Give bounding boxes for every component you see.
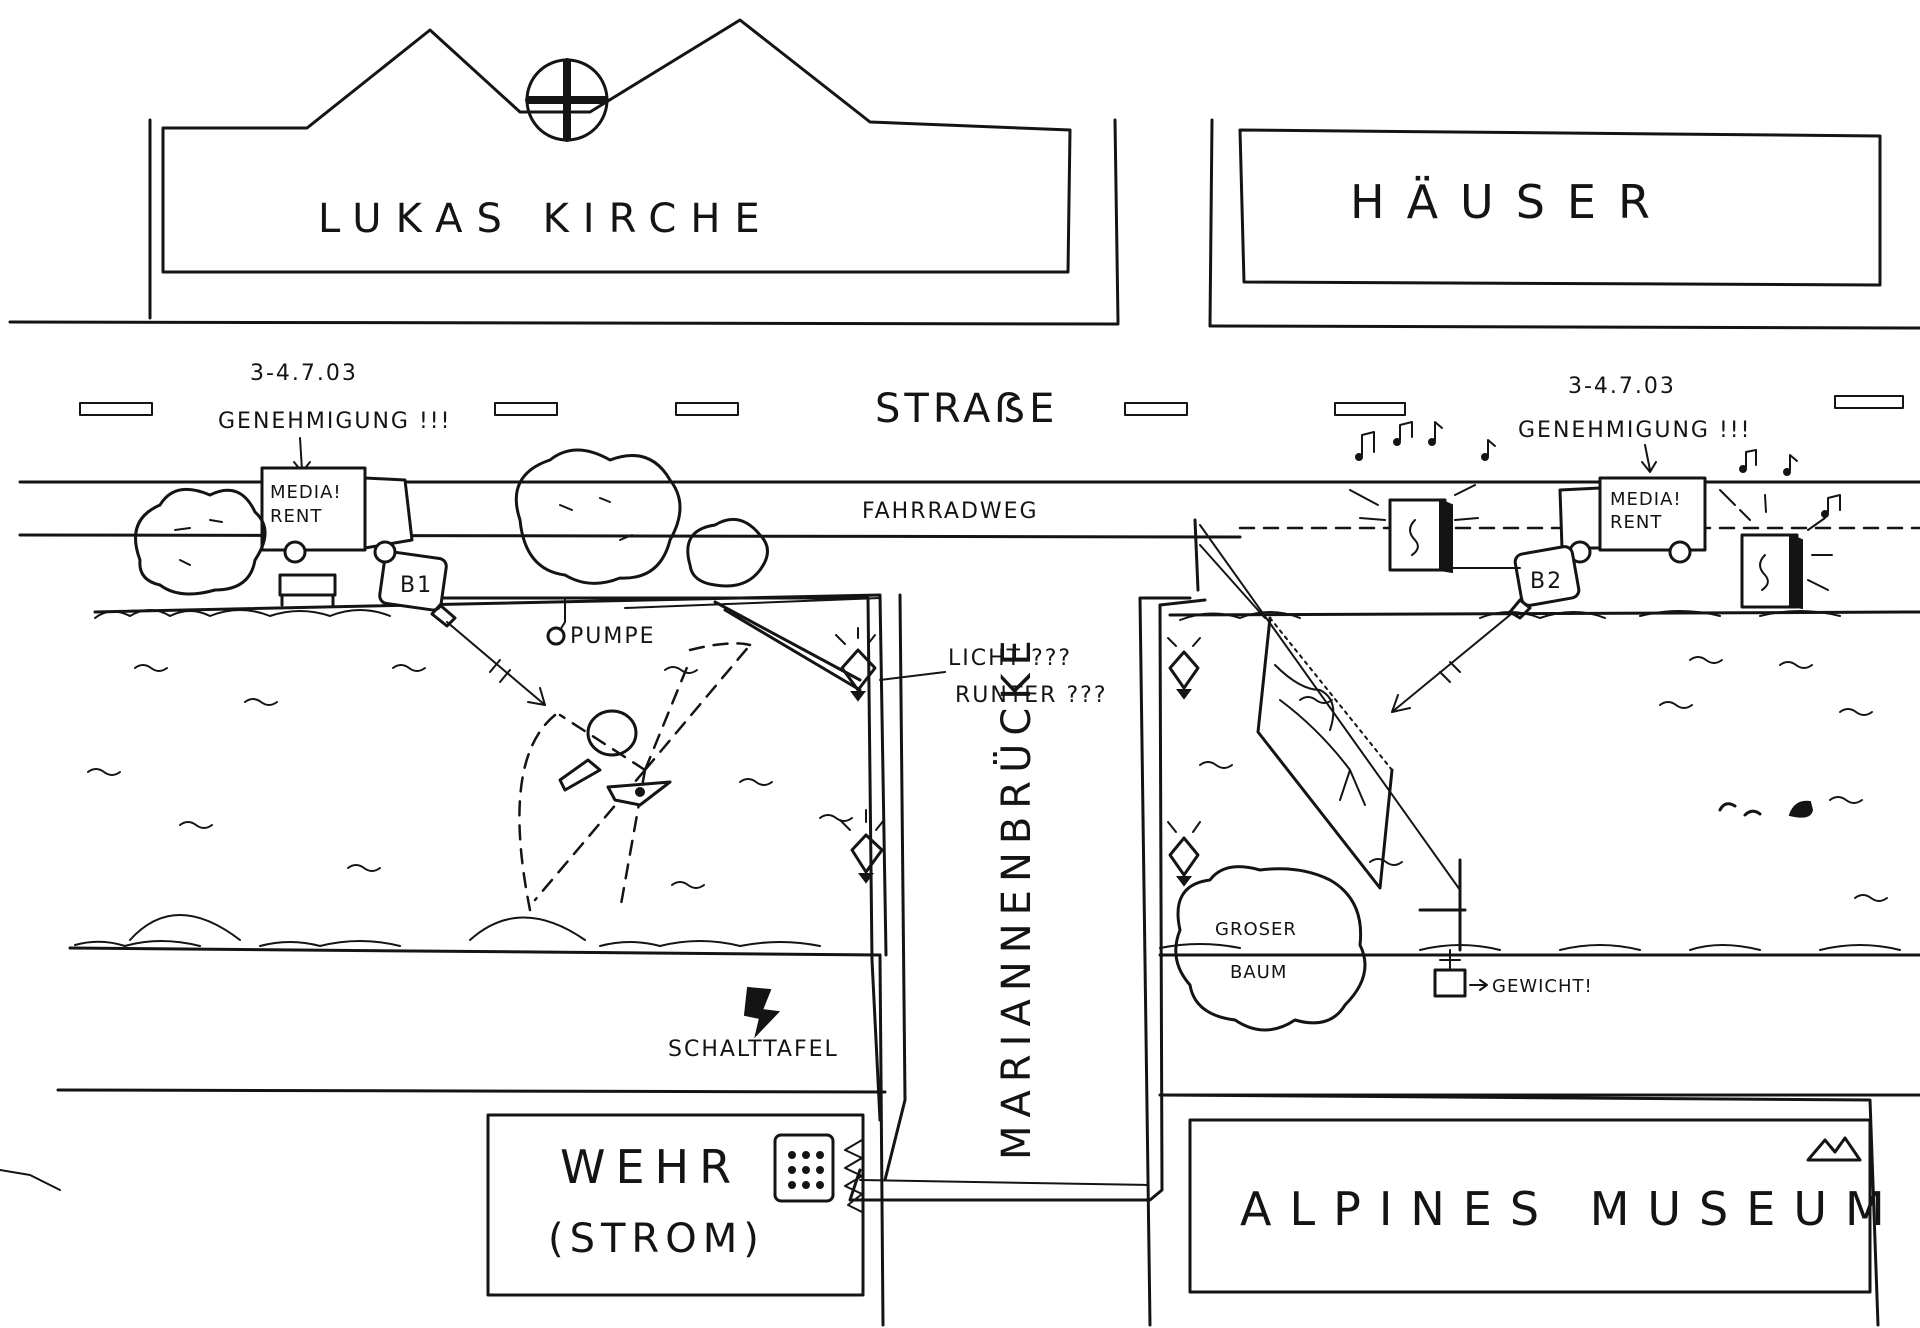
duck-icon [1718, 800, 1814, 818]
museum-label: ALPINES MUSEUM [1240, 1182, 1903, 1236]
truck-left-line2: RENT [270, 506, 322, 527]
projection-fan [518, 642, 752, 912]
switchboard-icon [743, 986, 781, 1039]
beamer-b1-label: B1 [400, 573, 433, 598]
mountain-icon [1806, 1136, 1862, 1162]
cross-window-icon [525, 58, 609, 142]
power-socket-icon [773, 1133, 835, 1203]
lantern-icon [1167, 821, 1201, 887]
water-waves [87, 664, 853, 889]
beamer-b2-label: B2 [1530, 569, 1563, 594]
left-date-label: 3-4.7.03 [250, 361, 358, 386]
lantern-icon [1167, 637, 1201, 700]
lantern-icon [835, 627, 877, 702]
big-tree-line1: GROSER [1215, 919, 1297, 940]
houses-label: HÄUSER [1350, 175, 1672, 229]
bike-path-label: FAHRRADWEG [862, 499, 1039, 524]
beamer-b2: B2 [1391, 545, 1581, 713]
media-rent-truck-left: MEDIA! RENT [260, 466, 414, 564]
weight-icon: GEWICHT! [1433, 949, 1593, 998]
weir-label: WEHR [560, 1140, 741, 1194]
tree-middle [514, 448, 769, 588]
media-rent-truck-right: MEDIA! RENT [1558, 476, 1707, 564]
church-building: LUKAS KIRCHE [148, 18, 1120, 324]
canal-right-basin: GROSER BAUM GEWICHT! [1158, 518, 1920, 1097]
museum-building: ALPINES MUSEUM [1158, 1093, 1903, 1327]
left-permit: 3-4.7.03 GENEHMIGUNG !!! [218, 361, 451, 473]
beamer-b1: B1 [378, 550, 546, 706]
light-question-label: LICHT ??? [948, 646, 1072, 671]
lantern-icon [839, 809, 885, 884]
truck-right-line2: RENT [1610, 512, 1662, 533]
paper-edge-mark [0, 1169, 61, 1191]
road-center-markings [79, 395, 1904, 416]
lower-question-label: RUNTER ??? [955, 683, 1108, 708]
weight-label: GEWICHT! [1492, 976, 1593, 997]
bridge-label: MARIANNENBRÜCKE [992, 632, 1040, 1160]
switchboard-label: SCHALTTAFEL [668, 1037, 839, 1062]
music-note-icon [1355, 421, 1841, 518]
water-waves [1199, 656, 1888, 902]
speaker-icon [1719, 489, 1833, 610]
tree-left [134, 487, 267, 596]
pump-icon [546, 626, 566, 646]
bridge: MARIANNENBRÜCKE [848, 596, 1207, 1327]
weir-sub-label: (STROM) [548, 1216, 765, 1262]
projection-screen [1193, 518, 1467, 952]
right-date-label: 3-4.7.03 [1568, 374, 1676, 399]
pump-label: PUMPE [570, 624, 656, 649]
left-permit-label: GENEHMIGUNG !!! [218, 409, 451, 434]
weir-building: WEHR (STROM) [486, 1113, 865, 1297]
right-permit: 3-4.7.03 GENEHMIGUNG !!! [1518, 374, 1751, 473]
bench-icon [278, 573, 337, 607]
right-permit-label: GENEHMIGUNG !!! [1518, 418, 1751, 443]
houses-building: HÄUSER [1208, 118, 1882, 328]
big-tree-line2: BAUM [1230, 962, 1287, 983]
canal-left-basin: PUMPE B1 [56, 550, 1108, 1327]
big-tree: GROSER BAUM [1174, 865, 1367, 1032]
road-label: STRAẞE [875, 386, 1058, 432]
speaker-icon [1349, 484, 1479, 574]
truck-right-line1: MEDIA! [1610, 489, 1682, 510]
truck-left-line1: MEDIA! [270, 482, 342, 503]
church-label: LUKAS KIRCHE [318, 196, 774, 242]
